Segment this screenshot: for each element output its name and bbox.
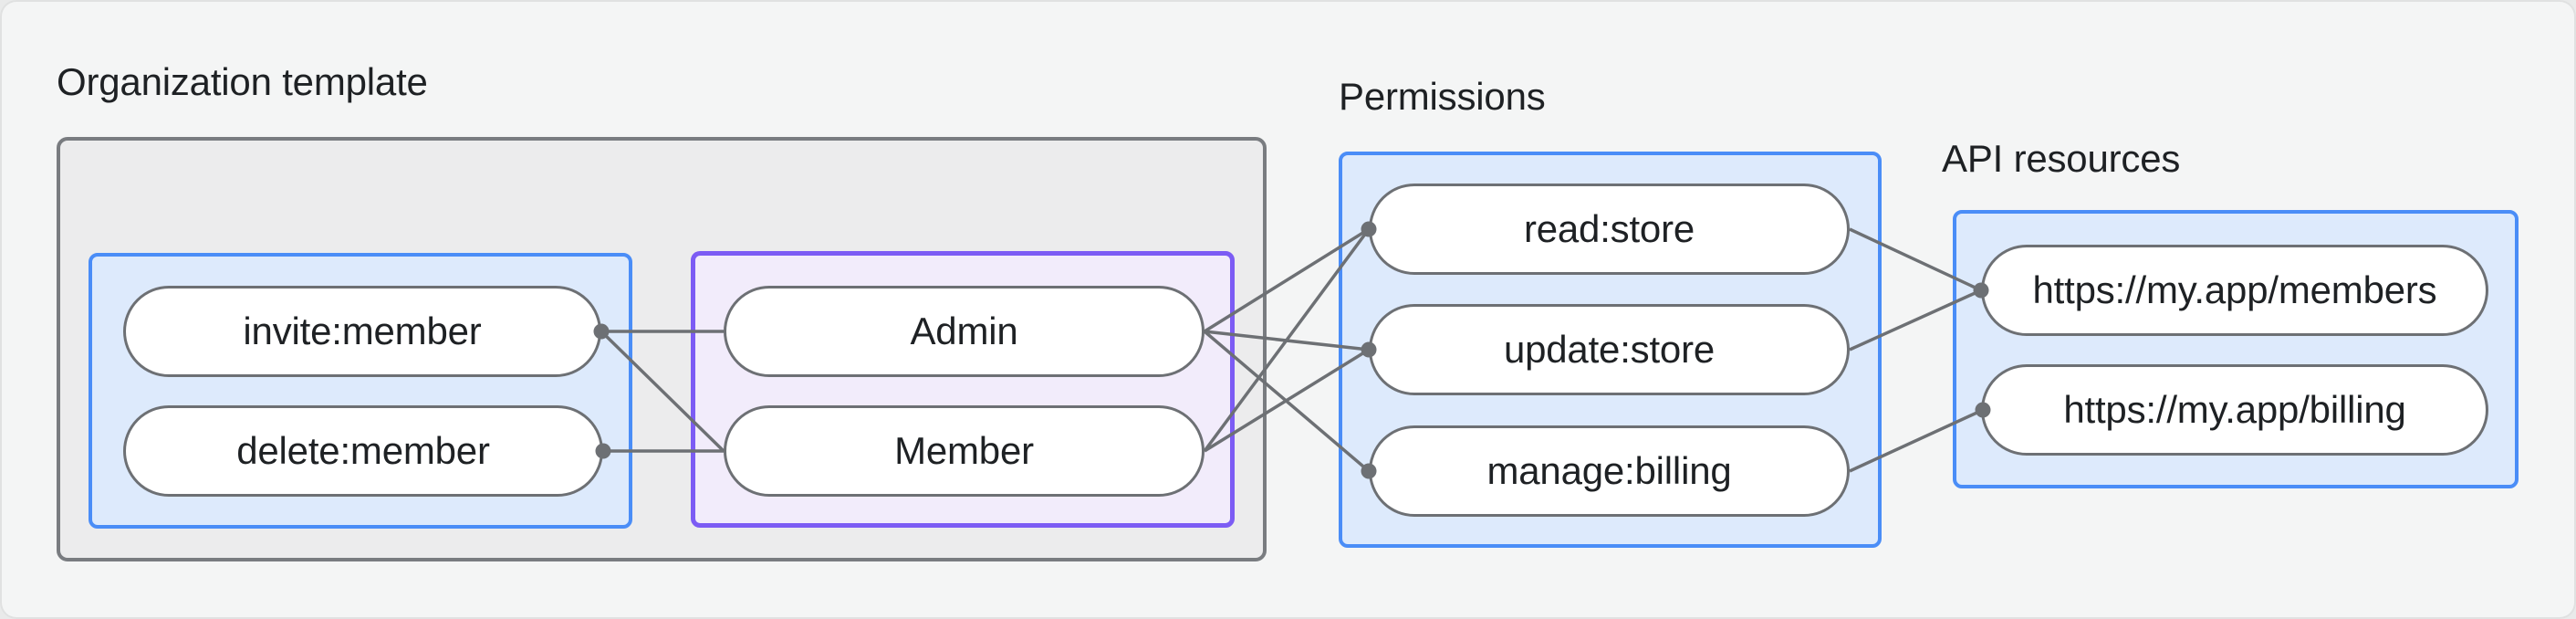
api-resources-label: API resources <box>1942 137 2181 180</box>
node-member-role: Member <box>724 405 1205 497</box>
node-invite-member: invite:member <box>123 286 601 377</box>
connection-dot-invite <box>593 323 610 340</box>
permissions-label: Permissions <box>1339 75 1546 118</box>
node-api-members: https://my.app/members <box>1981 245 2488 336</box>
node-read-store: read:store <box>1369 184 1850 275</box>
node-admin-role: Admin <box>724 286 1205 377</box>
connection-dot-update <box>1361 341 1377 358</box>
node-delete-member: delete:member <box>123 405 603 497</box>
node-api-billing: https://my.app/billing <box>1981 364 2488 456</box>
connection-dot-members <box>1973 282 1989 299</box>
node-manage-billing: manage:billing <box>1369 425 1850 517</box>
connection-dot-billing <box>1975 402 1991 418</box>
connection-dot-delete <box>595 443 611 459</box>
node-update-store: update:store <box>1369 304 1850 395</box>
connection-dot-manage <box>1361 463 1377 479</box>
connection-dot-read <box>1361 221 1377 237</box>
org-template-label: Organization template <box>57 60 428 103</box>
